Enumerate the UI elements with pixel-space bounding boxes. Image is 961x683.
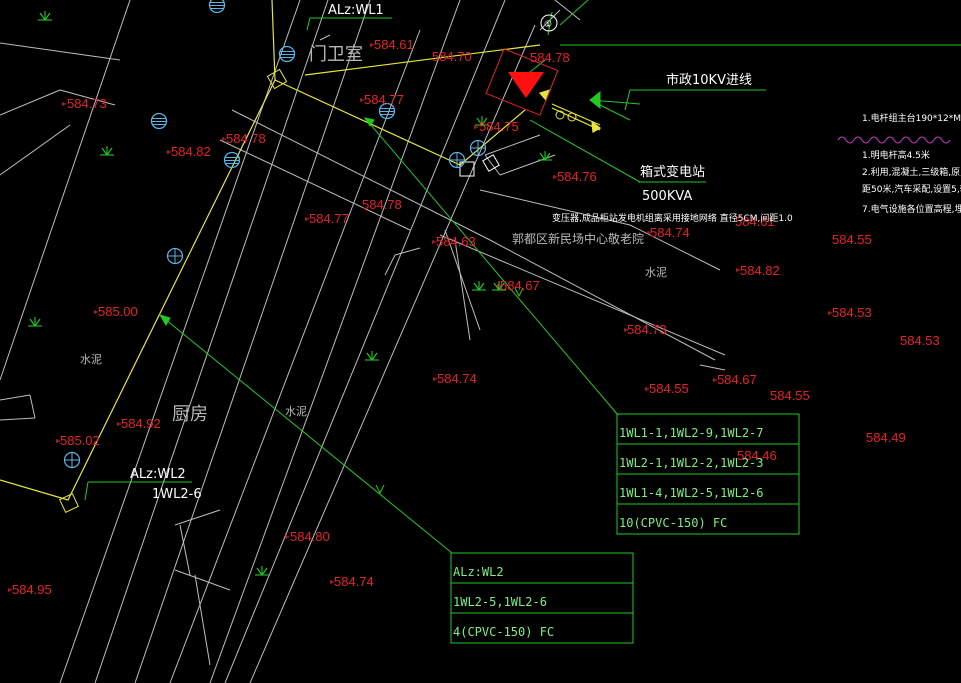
elevation-label: 584.82 — [171, 144, 211, 159]
elevation-label: 584.75 — [479, 119, 519, 134]
elevation-label: 584.77 — [309, 211, 349, 226]
table-row: 1WL1-4,1WL2-5,1WL2-6 — [619, 486, 764, 500]
elevation-label: 584.73 — [627, 322, 667, 337]
elevation-label: 584.67 — [717, 372, 757, 387]
elevation-label: 584.78 — [530, 50, 570, 65]
elevation-label: 584.78 — [362, 197, 402, 212]
elevation-label: 584.74 — [650, 225, 690, 240]
elevation-label: 585.00 — [98, 304, 138, 319]
elevation-label: 584.74 — [334, 574, 374, 589]
kva-label: 500KVA — [642, 189, 692, 204]
note-line: 1.电杆组主台190*12*M*C8 — [862, 112, 961, 124]
cable-tags: ALz:WL1 ALz:WL2 1WL2-6 市政10KV进线 箱式变电站 50… — [130, 3, 793, 502]
alz-wl1-label: ALz:WL1 — [328, 3, 384, 18]
hand-holes — [59, 68, 500, 513]
site-outlines — [0, 0, 726, 683]
elevation-label: 584.49 — [866, 430, 906, 445]
cable-route — [0, 0, 602, 501]
elevation-label: 584.95 — [12, 582, 52, 597]
cement-label: 水泥 — [80, 353, 102, 366]
elevation-label: 584.55 — [649, 381, 689, 396]
elevation-label: 584.70 — [432, 49, 472, 64]
svg-text:①: ① — [544, 20, 552, 30]
elevation-label: 584.67 — [500, 278, 540, 293]
general-notes: 1.电杆组主台190*12*M*C8 1.明电杆高4.5米 2.利用,混凝土,三… — [837, 112, 961, 215]
elevation-label: 584.80 — [290, 529, 330, 544]
elevation-label: 584.61 — [735, 214, 775, 229]
cable-table-1: 1WL1-1,1WL2-9,1WL2-7 1WL2-1,1WL2-2,1WL2-… — [616, 413, 800, 535]
transformer-note: 变压器,成品柜站发电机组离采用接地网络 直径5CM,间距1.0 — [552, 212, 793, 224]
table-row: 1WL1-1,1WL2-9,1WL2-7 — [619, 426, 764, 440]
elevation-label: 584.77 — [364, 92, 404, 107]
cable-table-2: ALz:WL2 1WL2-5,1WL2-6 4(CPVC-150) FC — [450, 552, 634, 644]
elevation-label: 584.82 — [740, 263, 780, 278]
kitchen-label: 厨房 — [172, 404, 208, 425]
elevation-label: 584.55 — [770, 388, 810, 403]
box-station-label: 箱式变电站 — [640, 164, 705, 180]
spot-elevations: 584.61 584.70 584.78 584.73 584.77 584.7… — [12, 37, 940, 597]
pole-circle-icon — [540, 14, 558, 32]
grid-line-label: 市政10KV进线 — [666, 72, 752, 88]
transformer-triangle-icon — [508, 72, 544, 98]
elevation-label: 584.73 — [67, 96, 107, 111]
table-row: ALz:WL2 — [453, 565, 504, 579]
table-row: 10(CPVC-150) FC — [619, 516, 727, 530]
cement-label: 水泥 — [645, 266, 667, 279]
table-row: 1WL2-1,1WL2-2,1WL2-3 — [619, 456, 764, 470]
elevation-label: 584.53 — [832, 305, 872, 320]
box-substation: ① — [485, 14, 577, 122]
elevation-label: 584.61 — [374, 37, 414, 52]
building-name: 郭都区新民场中心敬老院 — [512, 231, 644, 246]
elevation-label: 585.02 — [60, 433, 100, 448]
table-row: 1WL2-5,1WL2-6 — [453, 595, 547, 609]
elevation-label: 584.74 — [437, 371, 477, 386]
elevation-label: 584.53 — [900, 333, 940, 348]
wl2-6-label: 1WL2-6 — [152, 487, 202, 502]
note-line: 2.利用,混凝土,三级箱,原则上 — [862, 166, 961, 178]
elevation-label: 584.92 — [121, 416, 161, 431]
cement-label: 水泥 — [285, 405, 307, 418]
leader-lines — [84, 0, 961, 554]
gatehouse-label: 门卫室 — [309, 44, 363, 65]
note-line: 1.明电杆高4.5米 — [862, 149, 930, 161]
alz-wl2-label: ALz:WL2 — [130, 467, 186, 482]
elevation-label: 584.78 — [226, 131, 266, 146]
note-line: 距50米,汽车采配,设置5,输电 — [862, 183, 961, 195]
table-row: 4(CPVC-150) FC — [453, 625, 554, 639]
elevation-label: 584.63 — [436, 234, 476, 249]
elevation-label: 584.55 — [832, 232, 872, 247]
elevation-label: 584.46 — [737, 448, 777, 463]
note-line: 7.电气设施各位置高程,埋设 — [862, 203, 961, 215]
area-labels: 门卫室 厨房 水泥 水泥 水泥 郭都区新民场中心敬老院 — [80, 44, 667, 425]
elevation-label: 584.76 — [557, 169, 597, 184]
